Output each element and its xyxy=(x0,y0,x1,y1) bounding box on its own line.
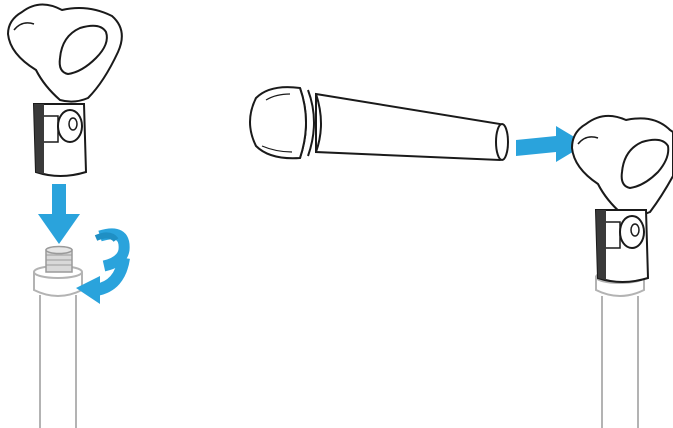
right-mic-stand-icon xyxy=(595,270,645,428)
left-mic-stand-icon xyxy=(33,265,83,428)
rotate-clockwise-icon xyxy=(76,228,130,304)
microphone-icon xyxy=(249,86,509,162)
left-mic-clip-icon xyxy=(6,3,123,177)
left-stand-thread-icon xyxy=(45,245,73,273)
right-mic-clip-icon xyxy=(570,114,673,283)
arrow-right-icon xyxy=(516,126,586,162)
arrow-down-icon xyxy=(38,184,80,244)
